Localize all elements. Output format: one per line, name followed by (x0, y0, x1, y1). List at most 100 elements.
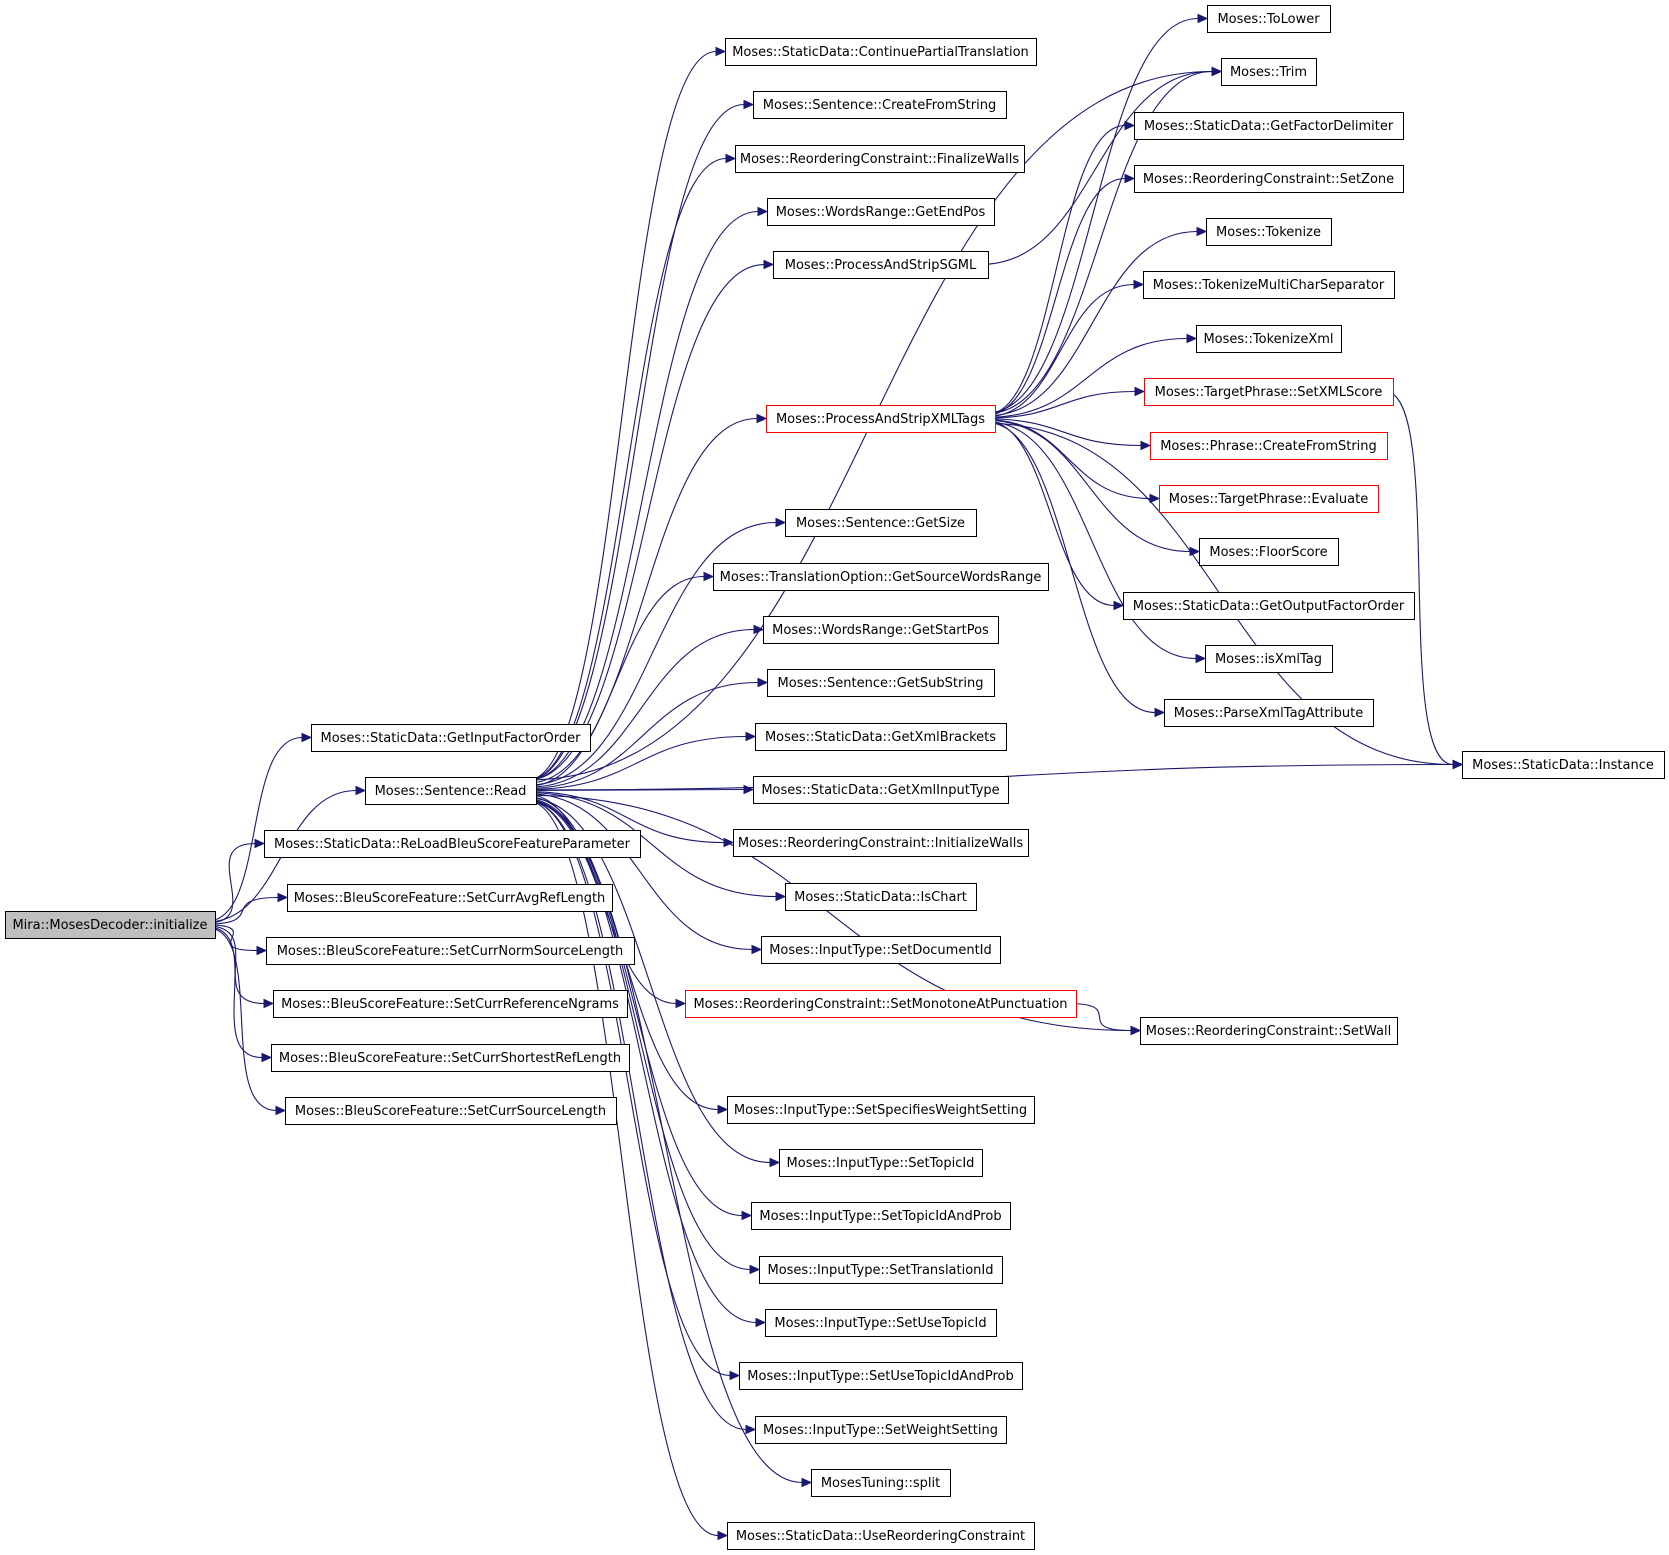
edge-sentRead-to-processSGML (527, 259, 775, 781)
edge-arrowhead (769, 1157, 781, 1168)
edge-arrowhead (1134, 386, 1146, 397)
node-evaluate[interactable]: Moses::TargetPhrase::Evaluate (1159, 485, 1379, 513)
node-tokenizeMulti[interactable]: Moses::TokenizeMultiCharSeparator (1143, 271, 1395, 299)
node-processXML[interactable]: Moses::ProcessAndStripXMLTags (766, 405, 996, 433)
edge-line (986, 177, 1126, 416)
node-box (735, 145, 1025, 173)
node-getXmlBrackets[interactable]: Moses::StaticData::GetXmlBrackets (755, 723, 1007, 751)
node-box (264, 830, 641, 858)
node-setNormSrc[interactable]: Moses::BleuScoreFeature::SetCurrNormSour… (266, 937, 635, 965)
node-box (266, 937, 635, 965)
edge-sentRead-to-isChart (527, 792, 787, 902)
edge-sentRead-to-getSubString (527, 677, 769, 789)
node-box (765, 1309, 997, 1337)
node-trim[interactable]: Moses::Trim (1221, 58, 1317, 86)
node-tokenizeXml[interactable]: Moses::TokenizeXml (1196, 325, 1342, 353)
node-getSubString[interactable]: Moses::Sentence::GetSubString (767, 669, 995, 697)
edge-processXML-to-trim (986, 66, 1223, 415)
node-finalizeWalls[interactable]: Moses::ReorderingConstraint::FinalizeWal… (735, 145, 1025, 173)
node-getSrcWordsRange[interactable]: Moses::TranslationOption::GetSourceWords… (713, 563, 1049, 591)
edge-processXML-to-evaluate (986, 419, 1161, 504)
node-sentCreate[interactable]: Moses::Sentence::CreateFromString (753, 91, 1007, 119)
node-processSGML[interactable]: Moses::ProcessAndStripSGML (773, 251, 989, 279)
edge-initialize-to-setRefNgrams (206, 925, 275, 1009)
edges-layer (206, 13, 1464, 1541)
node-box (767, 669, 995, 697)
node-setXMLScore[interactable]: Moses::TargetPhrase::SetXMLScore (1144, 378, 1394, 406)
node-instance[interactable]: Moses::StaticData::Instance (1462, 751, 1665, 779)
node-box (1462, 751, 1665, 779)
node-label: Moses::Sentence::GetSize (796, 516, 965, 531)
node-label: Moses::InputType::SetUseTopicIdAndProb (747, 1369, 1013, 1384)
node-initialize[interactable]: Mira::MosesDecoder::initialize (5, 911, 216, 939)
node-getFactorDelim[interactable]: Moses::StaticData::GetFactorDelimiter (1134, 112, 1404, 140)
node-getEndPos[interactable]: Moses::WordsRange::GetEndPos (767, 198, 995, 226)
edge-arrowhead (757, 677, 769, 688)
edge-arrowhead (1124, 120, 1136, 131)
edge-arrowhead (703, 571, 715, 582)
edge-arrowhead (801, 1477, 813, 1488)
edge-processXML-to-phraseCreate (986, 418, 1152, 451)
edge-arrowhead (757, 206, 769, 217)
node-getSize[interactable]: Moses::Sentence::GetSize (785, 509, 977, 537)
node-isXmlTag[interactable]: Moses::isXmlTag (1205, 645, 1333, 673)
node-label: Moses::FloorScore (1209, 545, 1327, 560)
node-box (1159, 485, 1379, 513)
node-setUseTopicId[interactable]: Moses::InputType::SetUseTopicId (765, 1309, 997, 1337)
edge-line (527, 681, 759, 789)
node-setWeightSetting[interactable]: Moses::InputType::SetWeightSetting (755, 1416, 1007, 1444)
edge-arrowhead (1113, 600, 1125, 611)
node-getInputFactorOrder[interactable]: Moses::StaticData::GetInputFactorOrder (311, 724, 591, 752)
node-toLower[interactable]: Moses::ToLower (1207, 5, 1331, 33)
node-setZone[interactable]: Moses::ReorderingConstraint::SetZone (1134, 165, 1404, 193)
node-setWall[interactable]: Moses::ReorderingConstraint::SetWall (1140, 1017, 1398, 1045)
node-label: Moses::BleuScoreFeature::SetCurrReferenc… (281, 997, 619, 1012)
node-parseXmlAttr[interactable]: Moses::ParseXmlTagAttribute (1164, 699, 1374, 727)
node-box (1134, 165, 1404, 193)
node-useReorder[interactable]: Moses::StaticData::UseReorderingConstrai… (727, 1522, 1035, 1550)
node-split[interactable]: MosesTuning::split (811, 1469, 951, 1497)
node-setTransId[interactable]: Moses::InputType::SetTranslationId (759, 1256, 1003, 1284)
node-setShortest[interactable]: Moses::BleuScoreFeature::SetCurrShortest… (271, 1044, 630, 1072)
edge-line (527, 792, 777, 898)
node-floorScore[interactable]: Moses::FloorScore (1199, 538, 1339, 566)
node-box (271, 1044, 630, 1072)
node-isChart[interactable]: Moses::StaticData::IsChart (785, 883, 977, 911)
node-label: Moses::StaticData::UseReorderingConstrai… (736, 1529, 1025, 1544)
node-box (311, 724, 591, 752)
node-continuePartial[interactable]: Moses::StaticData::ContinuePartialTransl… (725, 38, 1037, 66)
edge-line (986, 419, 1151, 500)
edge-sentRead-to-setUseTopicId (527, 800, 767, 1328)
edge-setMonotone-to-setWall (1067, 1002, 1142, 1036)
node-tokenize[interactable]: Moses::Tokenize (1206, 218, 1332, 246)
edge-initialize-to-setAvgRef (206, 892, 289, 925)
node-setTopicIdProb[interactable]: Moses::InputType::SetTopicIdAndProb (751, 1202, 1011, 1230)
edge-sentRead-to-getEndPos (527, 206, 769, 781)
node-setUseTopicIdProb[interactable]: Moses::InputType::SetUseTopicIdAndProb (739, 1362, 1023, 1390)
node-label: Moses::StaticData::GetInputFactorOrder (320, 731, 581, 746)
node-setSrcLen[interactable]: Moses::BleuScoreFeature::SetCurrSourceLe… (285, 1097, 617, 1125)
node-setAvgRef[interactable]: Moses::BleuScoreFeature::SetCurrAvgRefLe… (287, 884, 613, 912)
edge-initialize-to-getInputFactorOrder (206, 732, 313, 922)
node-setDocId[interactable]: Moses::InputType::SetDocumentId (761, 936, 1001, 964)
node-setSpecWeight[interactable]: Moses::InputType::SetSpecifiesWeightSett… (727, 1096, 1035, 1124)
edge-processXML-to-setXMLScore (986, 386, 1146, 419)
node-setTopicId[interactable]: Moses::InputType::SetTopicId (779, 1149, 983, 1177)
edge-arrowhead (675, 998, 687, 1009)
edge-line (527, 793, 753, 951)
node-initWalls[interactable]: Moses::ReorderingConstraint::InitializeW… (733, 829, 1029, 857)
edge-processXML-to-parseXmlAttr (986, 422, 1166, 718)
node-getXmlInputType[interactable]: Moses::StaticData::GetXmlInputType (753, 776, 1009, 804)
node-setMonotone[interactable]: Moses::ReorderingConstraint::SetMonotone… (685, 990, 1077, 1018)
node-setRefNgrams[interactable]: Moses::BleuScoreFeature::SetCurrReferenc… (273, 990, 628, 1018)
node-getOutFactorOrder[interactable]: Moses::StaticData::GetOutputFactorOrder (1123, 592, 1415, 620)
node-label: Moses::Sentence::GetSubString (778, 676, 984, 691)
edge-arrowhead (1189, 546, 1201, 557)
edge-line (1384, 390, 1454, 766)
node-phraseCreate[interactable]: Moses::Phrase::CreateFromString (1150, 432, 1388, 460)
edge-processXML-to-getFactorDelim (986, 120, 1136, 415)
node-getStartPos[interactable]: Moses::WordsRange::GetStartPos (763, 616, 999, 644)
node-reloadBleu[interactable]: Moses::StaticData::ReLoadBleuScoreFeatur… (264, 830, 641, 858)
node-sentRead[interactable]: Moses::Sentence::Read (365, 777, 537, 805)
